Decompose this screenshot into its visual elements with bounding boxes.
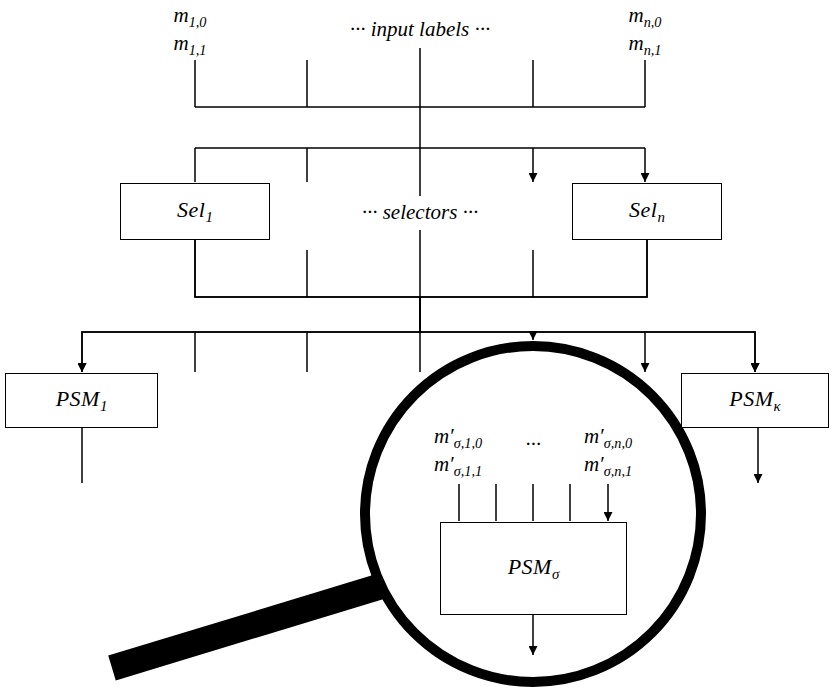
- box-label: PSM1: [56, 387, 108, 415]
- bus-connector: [82, 240, 647, 372]
- input-label: m′σ,n,0: [584, 425, 632, 452]
- box-label: PSMσ: [508, 555, 560, 583]
- magnifier-handle: [112, 585, 385, 668]
- box-label: Sel1: [177, 198, 213, 226]
- input-label: m′σ,1,0: [434, 425, 482, 452]
- process-box: Seln: [572, 183, 722, 240]
- magnifier-lens: [365, 346, 701, 682]
- label-input-arrow: [459, 484, 608, 521]
- box-label: PSMκ: [729, 387, 780, 415]
- psm-output-arrow: [532, 615, 534, 655]
- selector-input-arrow: [307, 148, 533, 196]
- input-label: m1,1: [173, 32, 206, 59]
- bus-connector: [420, 240, 755, 372]
- process-box: PSMσ: [440, 522, 627, 615]
- ellipsis-label: ···: [525, 433, 541, 456]
- input-label: m1,0: [173, 4, 206, 31]
- process-box: Sel1: [120, 183, 270, 240]
- process-box: PSM1: [5, 373, 158, 428]
- input-bus: [195, 48, 645, 148]
- ellipsis-label: ··· input labels ···: [350, 18, 491, 41]
- psm-input-arrow: [532, 332, 534, 340]
- selector-output-stub: [307, 230, 533, 297]
- ellipsis-label: ··· selectors ···: [362, 201, 479, 224]
- bus-connector: [195, 240, 755, 372]
- box-label: Seln: [629, 198, 665, 226]
- process-box: PSMκ: [681, 373, 829, 428]
- input-label: m′σ,1,1: [434, 453, 482, 480]
- input-label: mn,1: [628, 32, 661, 59]
- input-label: mn,0: [628, 4, 661, 31]
- input-label: m′σ,n,1: [584, 453, 632, 480]
- bus-connector: [82, 240, 420, 372]
